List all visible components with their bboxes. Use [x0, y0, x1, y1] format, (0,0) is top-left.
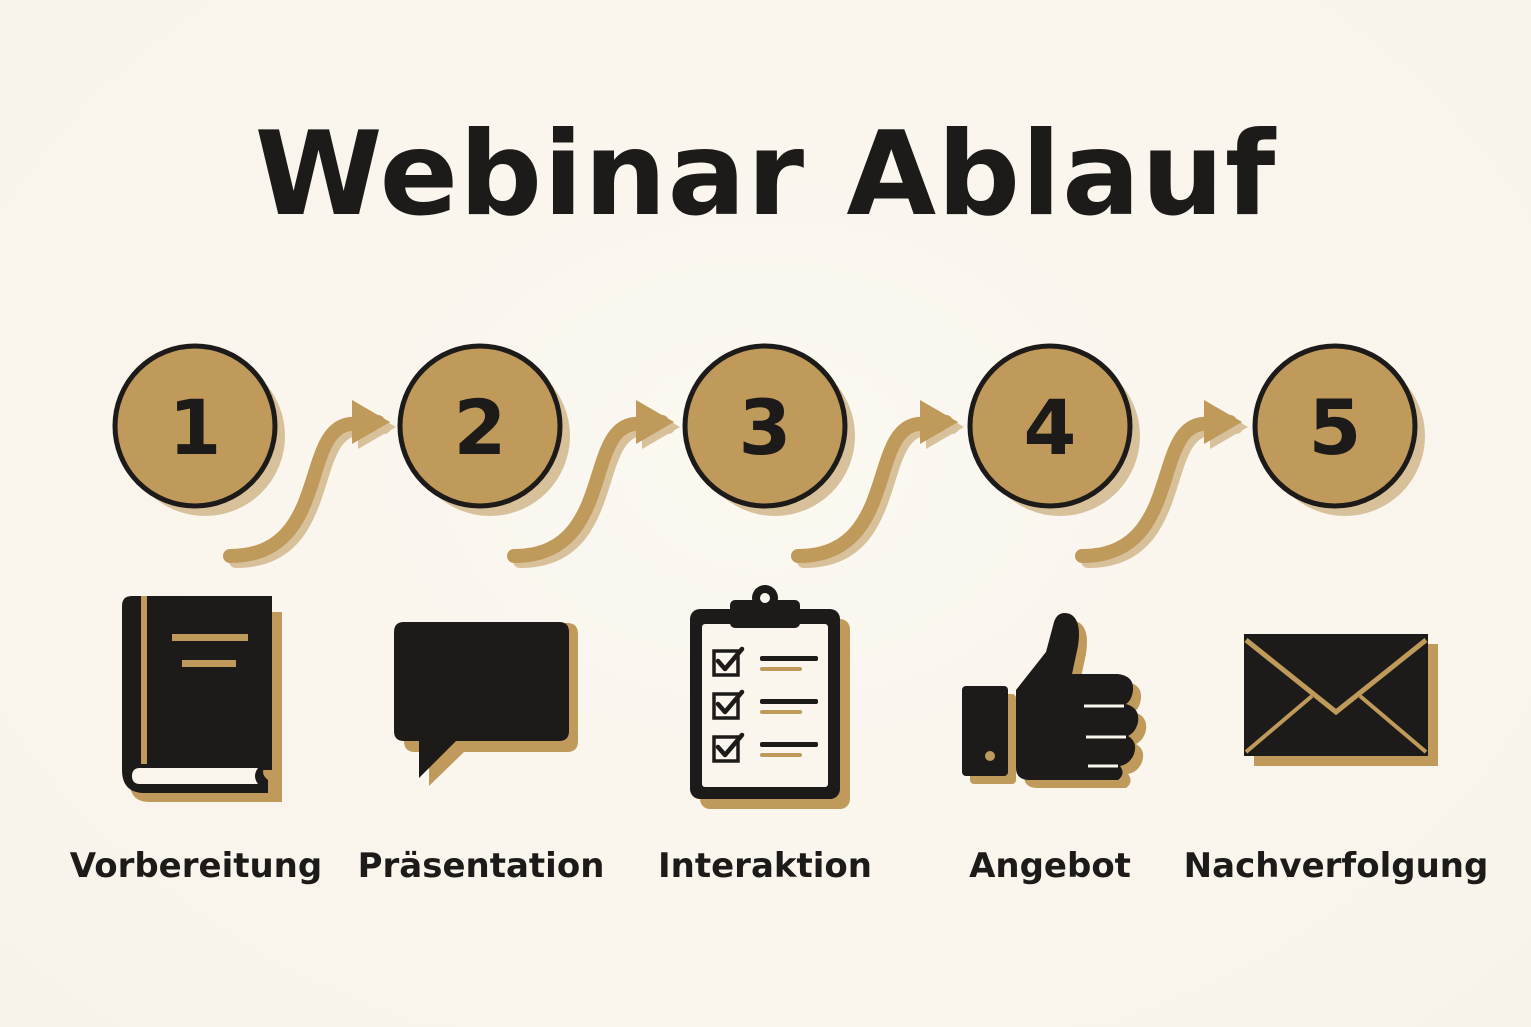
step-number-5: 5 [1309, 383, 1362, 472]
speech-bubble-icon [394, 622, 578, 786]
connector-arrow-3-4 [791, 400, 964, 568]
step-number-4: 4 [1024, 383, 1077, 472]
step-number-2: 2 [454, 383, 507, 472]
checklist-row-2 [712, 689, 818, 720]
checklist-row-1 [712, 646, 818, 677]
step-label-interaktion: Interaktion [658, 846, 872, 886]
connector-arrow-2-3 [507, 400, 680, 568]
step-number-1: 1 [169, 383, 222, 472]
checklist-row-3 [712, 732, 818, 763]
step-circle-4: 4 [967, 343, 1140, 516]
thumbs-up-icon [962, 613, 1147, 788]
step-circle-2: 2 [397, 343, 570, 516]
page-title: Webinar Ablauf [254, 107, 1277, 242]
step-circle-5: 5 [1252, 343, 1425, 516]
step-circle-3: 3 [682, 343, 855, 516]
book-icon [122, 596, 282, 802]
step-circle-1: 1 [112, 343, 285, 516]
step-label-vorbereitung: Vorbereitung [69, 846, 323, 886]
step-number-3: 3 [739, 383, 792, 472]
step-label-praesentation: Präsentation [357, 846, 605, 886]
step-label-angebot: Angebot [969, 846, 1131, 886]
step-label-nachverfolgung: Nachverfolgung [1183, 846, 1489, 886]
connector-arrow-1-2 [223, 400, 396, 568]
connector-arrow-4-5 [1075, 400, 1248, 568]
envelope-icon [1244, 634, 1438, 766]
clipboard-checklist-icon [690, 585, 850, 809]
